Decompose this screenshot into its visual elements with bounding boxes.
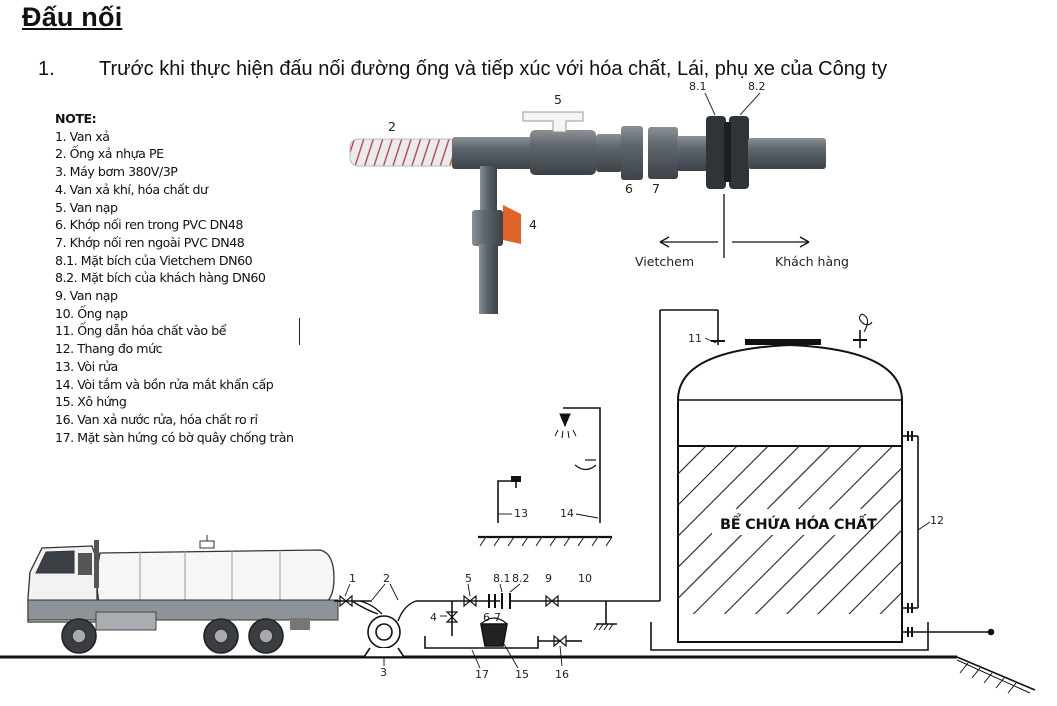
diagram-label-3: 3 <box>380 666 387 679</box>
page-heading: Đấu nối <box>22 2 123 32</box>
diagram-label-16: 16 <box>555 668 569 681</box>
diagram-label-17: 17 <box>475 668 489 681</box>
diagram-label-9: 9 <box>545 572 552 585</box>
note-item-14: 14. Vòi tắm và bồn rửa mắt khẩn cấp <box>55 376 274 392</box>
bucket <box>480 623 508 647</box>
note-item-7: 7. Khớp nối ren ngoài PVC DN48 <box>55 234 245 250</box>
vent-valve-handle <box>503 205 521 244</box>
diagram-label-14: 14 <box>560 507 574 520</box>
note-item-16: 16. Van xả nước rửa, hóa chất ro rỉ <box>55 411 258 427</box>
note-item-9: 9. Van nạp <box>55 288 118 304</box>
diagram-label-15: 15 <box>515 668 529 681</box>
ground-hatch <box>959 662 1017 694</box>
diagram-label-7: 7 <box>494 611 501 624</box>
diagram-label-4: 4 <box>430 611 437 624</box>
note-item-1: 1. Van xả <box>55 128 110 144</box>
side-label-customer: Khách hàng <box>775 254 849 269</box>
valve-handle-white <box>522 111 584 133</box>
photo-label-8-2: 8.2 <box>748 80 766 93</box>
photo-label-4: 4 <box>529 217 537 232</box>
catch-floor <box>424 636 539 649</box>
diagram-label-10: 10 <box>578 572 592 585</box>
pipe-assembly-photo: 2 5 4 6 7 8.1 8.2 Vietchem Khách hàng <box>349 80 849 314</box>
chemical-tank <box>677 313 903 643</box>
photo-label-2: 2 <box>388 119 396 134</box>
floor-hatch <box>479 536 613 547</box>
schematic-valve-9 <box>545 594 559 608</box>
note-title: NOTE: <box>55 111 97 126</box>
emergency-shower <box>554 407 601 523</box>
flange-vietchem <box>706 116 726 189</box>
note-item-11: 11. Ống dẫn hóa chất vào bể <box>55 323 227 339</box>
note-item-15: 15. Xô hứng <box>55 394 127 410</box>
note-item-13: 13. Vòi rửa <box>55 358 118 374</box>
diagram-label-8-1: 8.1 <box>493 572 511 585</box>
side-label-vietchem: Vietchem <box>635 254 694 269</box>
list-text: Trước khi thực hiện đấu nối đường ống và… <box>99 58 888 80</box>
list-number: 1. <box>38 58 55 80</box>
union-nut <box>621 126 643 180</box>
schematic-charge-valve <box>463 594 477 608</box>
note-item-2: 2. Ống xả nhựa PE <box>55 146 164 162</box>
diagram-label-5: 5 <box>465 572 472 585</box>
tanker-truck <box>27 535 339 654</box>
note-legend: NOTE: 1. Van xả 2. Ống xả nhựa PE 3. Máy… <box>55 110 294 446</box>
note-item-8-2: 8.2. Mặt bích của khách hàng DN60 <box>55 270 266 286</box>
tank-label: BỂ CHỨA HÓA CHẤT <box>720 513 877 533</box>
pump <box>362 615 406 658</box>
note-item-6: 6. Khớp nối ren trong PVC DN48 <box>55 217 243 233</box>
schematic-vent-valve <box>445 611 459 623</box>
diagram-label-6: 6 <box>483 611 490 624</box>
photo-label-8-1: 8.1 <box>689 80 707 93</box>
note-item-12: 12. Thang đo mức <box>55 341 163 357</box>
text-cursor <box>299 318 300 345</box>
photo-label-6: 6 <box>625 181 633 196</box>
union-female <box>596 134 622 172</box>
diagram-label-2: 2 <box>383 572 390 585</box>
flange-customer <box>729 116 749 189</box>
vent-pipe <box>480 166 497 214</box>
diagram-label-8-2: 8.2 <box>512 572 530 585</box>
discharge-valve <box>339 594 353 608</box>
note-item-3: 3. Máy bơm 380V/3P <box>55 164 178 180</box>
photo-label-5: 5 <box>554 92 562 107</box>
outlet-pipe <box>748 138 826 169</box>
photo-label-7: 7 <box>652 181 660 196</box>
diagram-label-1: 1 <box>349 572 356 585</box>
diagram-label-12: 12 <box>930 514 944 527</box>
tee-pipe <box>452 137 532 169</box>
schematic-valve-16 <box>553 634 567 648</box>
washing-tap <box>497 476 521 523</box>
diagram-label-13: 13 <box>514 507 528 520</box>
charge-valve-body <box>530 130 596 175</box>
note-item-5: 5. Van nạp <box>55 199 118 215</box>
diagram-label-11: 11 <box>688 332 702 345</box>
pe-hose <box>349 138 457 167</box>
note-item-17: 17. Mặt sàn hứng có bờ quây chống tràn <box>55 429 294 445</box>
note-item-4: 4. Van xả khí, hóa chất dư <box>55 181 208 197</box>
schematic <box>0 309 1036 694</box>
note-item-10: 10. Ống nạp <box>55 305 128 321</box>
schematic-labels: 1 2 3 4 5 6 7 8.1 8.2 9 10 11 12 13 14 1… <box>349 332 944 681</box>
union-male <box>648 127 678 179</box>
list-item-1: 1. Trước khi thực hiện đấu nối đường ống … <box>38 58 1038 80</box>
note-item-8-1: 8.1. Mặt bích của Vietchem DN60 <box>55 252 253 268</box>
